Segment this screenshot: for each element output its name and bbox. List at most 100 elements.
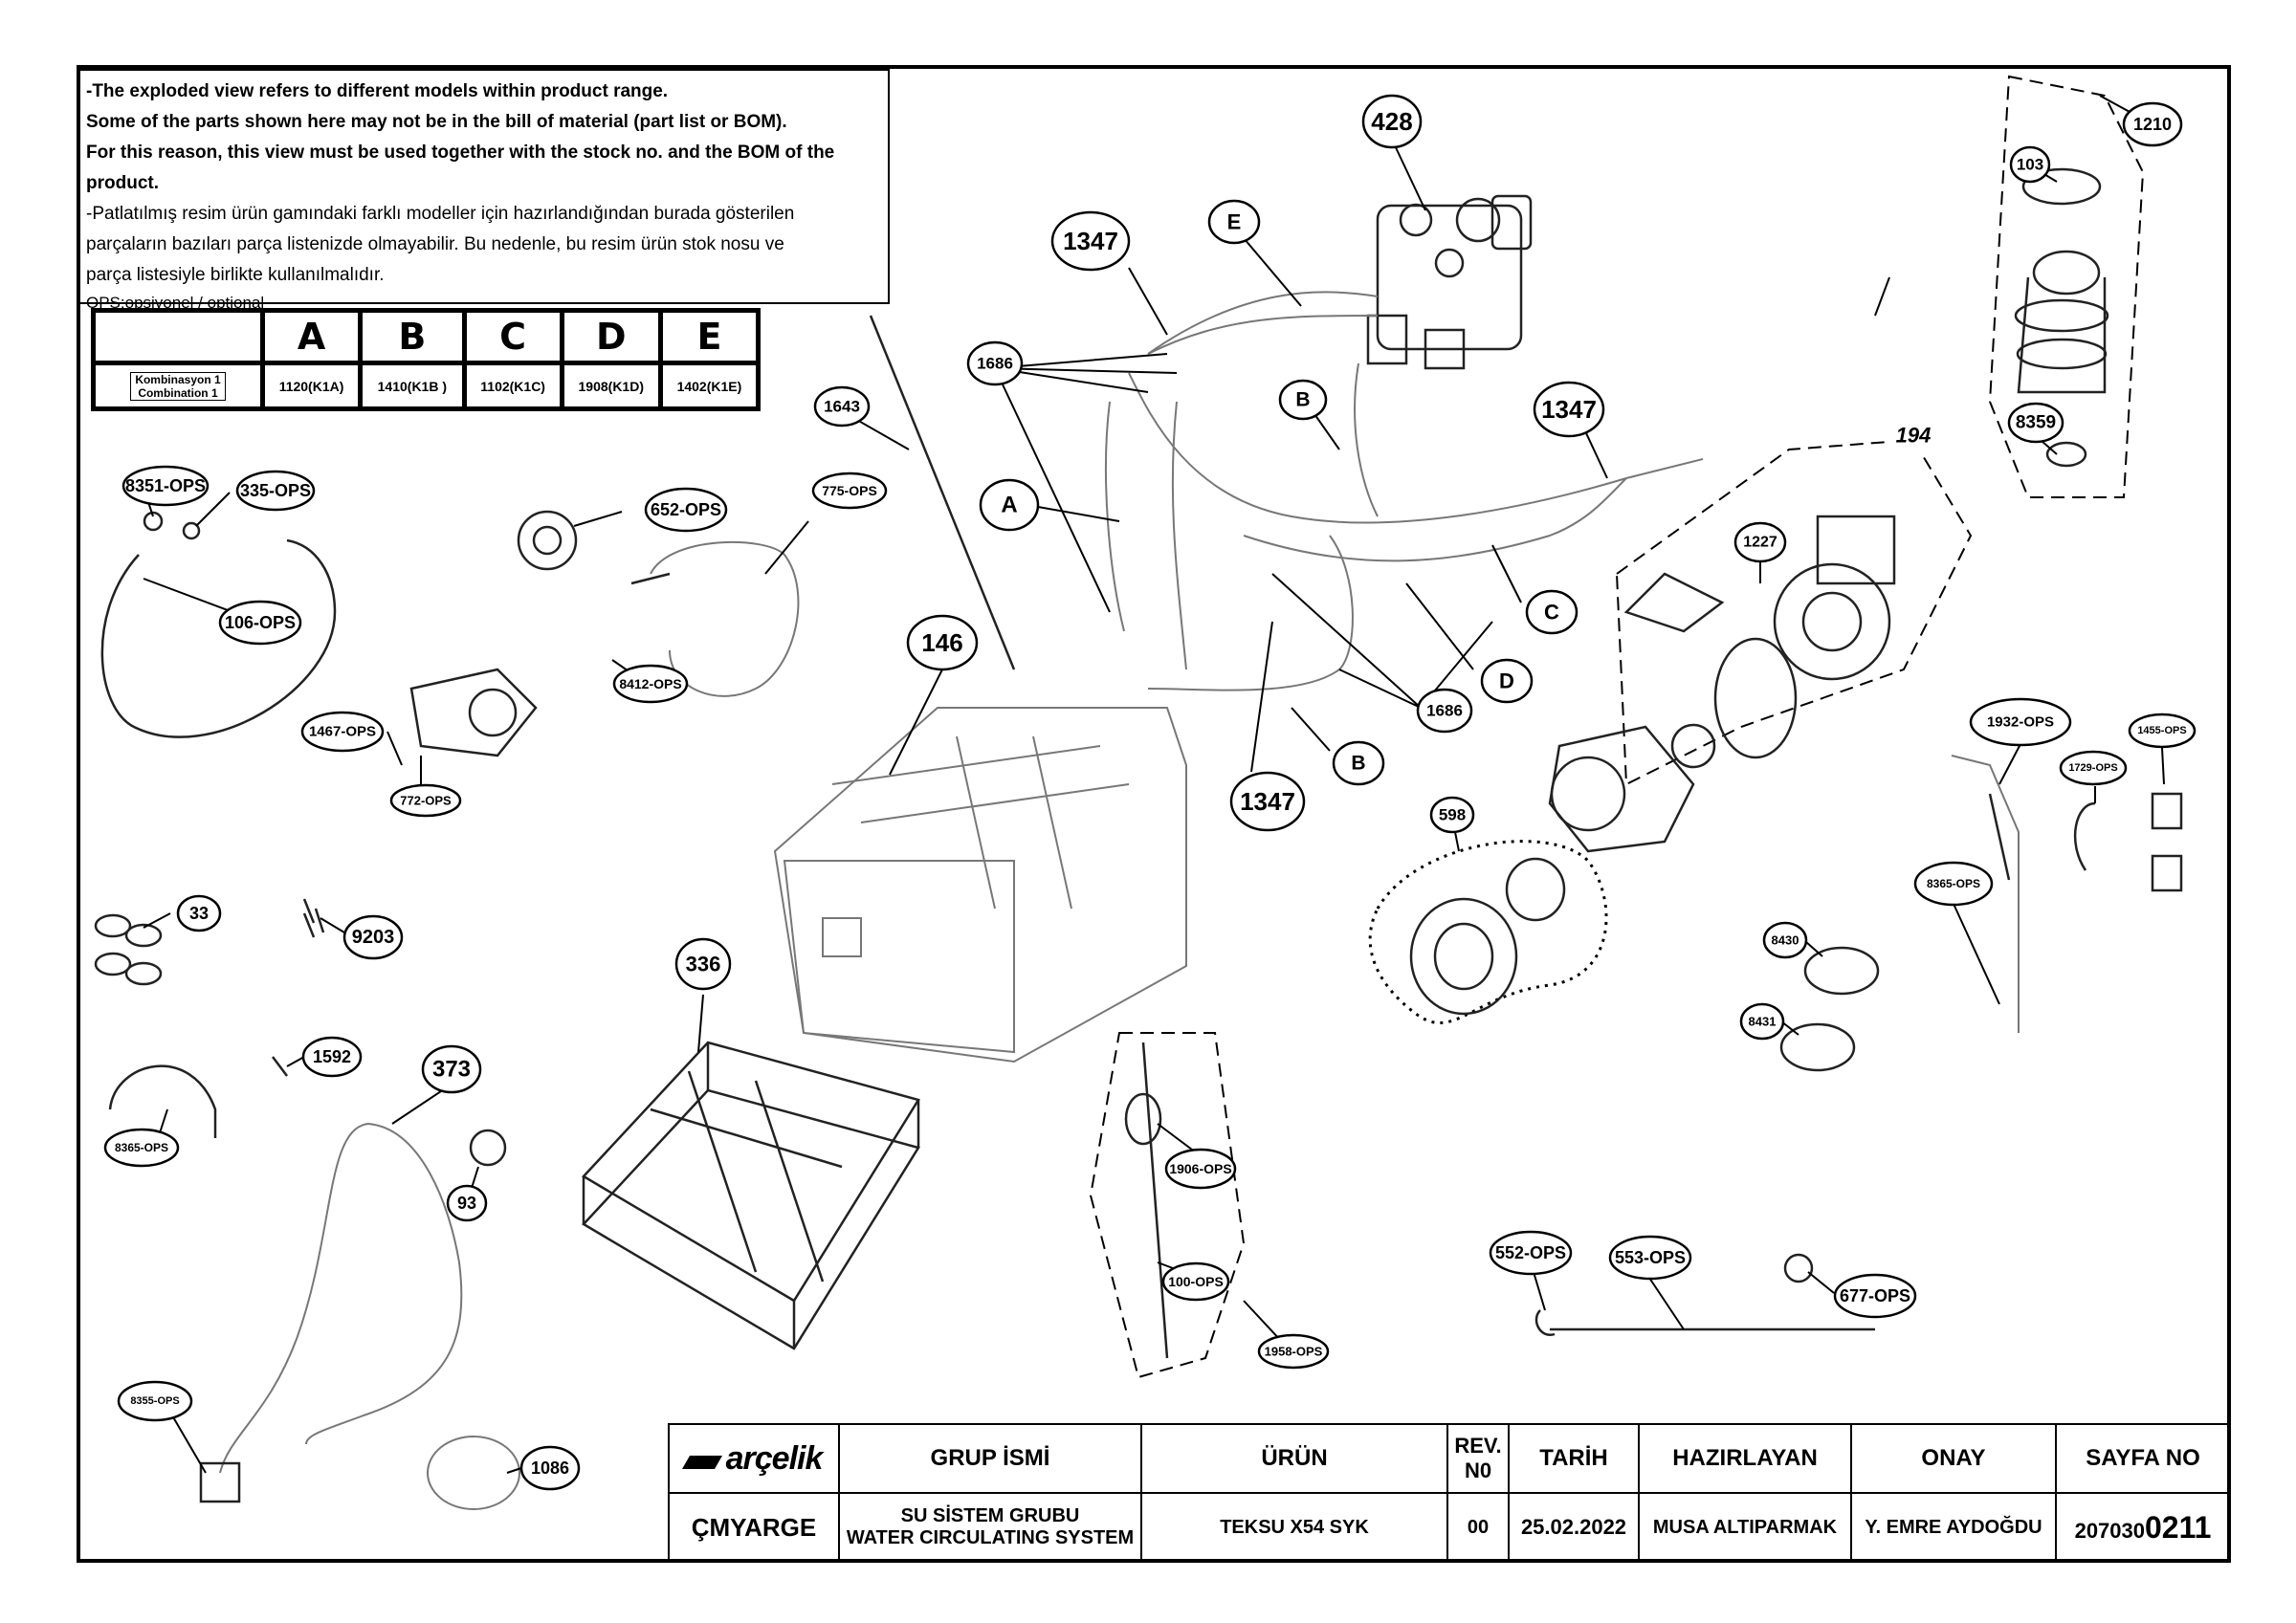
note-line-1: -The exploded view refers to different m…: [86, 81, 669, 101]
svg-text:8365-OPS: 8365-OPS: [1927, 877, 1980, 890]
pump-housing: [1548, 723, 1716, 853]
page-header: SAYFA NO: [2055, 1423, 2231, 1494]
drain-pump: [1623, 515, 1896, 759]
svg-text:8412-OPS: 8412-OPS: [619, 676, 681, 691]
callout-100-ops: 100-OPS: [1161, 1261, 1230, 1302]
callout-775-ops: 775-OPS: [811, 472, 888, 510]
clip-1086: [427, 1436, 520, 1510]
rod-1643: [869, 315, 1016, 670]
combo-letter-b: B: [358, 308, 467, 365]
callout-106-ops: 106-OPS: [218, 600, 302, 646]
callout-8365-ops-right: 8365-OPS: [1913, 861, 1994, 907]
note-line-4: -Patlatılmış resim ürün gamındaki farklı…: [86, 204, 795, 224]
page-number-suffix: 0211: [2145, 1509, 2212, 1545]
bellows-outline-1210: [1988, 75, 2145, 498]
callout-1932-ops: 1932-OPS: [1969, 697, 2072, 747]
callout-194: 194: [1888, 416, 1938, 454]
callout-1347-bottom: 1347: [1229, 771, 1306, 832]
svg-text:336: 336: [686, 953, 721, 976]
combo-code-e: 1402(K1E): [657, 361, 762, 411]
svg-text:106-OPS: 106-OPS: [225, 613, 296, 632]
svg-text:194: 194: [1896, 424, 1932, 448]
hose-373-return: [305, 1123, 463, 1445]
svg-text:1086: 1086: [531, 1459, 569, 1478]
note-line-3: For this reason, this view must be used …: [86, 143, 835, 193]
svg-text:C: C: [1544, 601, 1559, 625]
callout-c: C: [1525, 589, 1578, 635]
svg-text:1467-OPS: 1467-OPS: [309, 724, 376, 740]
callout-335-ops: 335-OPS: [235, 470, 316, 512]
callout-146: 146: [906, 614, 979, 671]
svg-text:1347: 1347: [1541, 395, 1597, 424]
hose-end-373: [199, 1461, 241, 1503]
svg-text:1643: 1643: [824, 398, 860, 416]
group-name-cell: SU SİSTEM GRUBU WATER CIRCULATING SYSTEM: [838, 1492, 1142, 1563]
callout-1086: 1086: [519, 1445, 581, 1491]
combo-code-a: 1120(K1A): [259, 361, 364, 411]
drawer-frame-336: [582, 1041, 920, 1350]
ring-335: [182, 521, 201, 540]
svg-text:8430: 8430: [1772, 933, 1799, 948]
svg-text:1686: 1686: [977, 355, 1013, 373]
callout-552-ops: 552-OPS: [1489, 1230, 1573, 1276]
callout-1592: 1592: [301, 1036, 363, 1078]
svg-text:1592: 1592: [313, 1047, 351, 1066]
combo-letter-d: D: [559, 308, 663, 365]
page-number-cell: 2070300211: [2055, 1492, 2231, 1563]
hose-1932: [1951, 755, 2020, 1033]
rev-header: REV. N0: [1446, 1423, 1510, 1494]
svg-text:335-OPS: 335-OPS: [240, 481, 311, 500]
title-block: arçelik GRUP İSMİ ÜRÜN REV. N0 TARİH HAZ…: [668, 1423, 2231, 1563]
svg-text:93: 93: [457, 1194, 476, 1213]
svg-text:1347: 1347: [1063, 227, 1118, 255]
combo-code-d: 1908(K1D): [559, 361, 663, 411]
clip-1906: [1124, 1092, 1162, 1146]
callout-93: 93: [446, 1184, 488, 1222]
combo-letter-a: A: [259, 308, 364, 365]
svg-text:33: 33: [189, 904, 209, 923]
date-cell: 25.02.2022: [1508, 1492, 1640, 1563]
note-line-5: parçaların bazıları parça listenizde olm…: [86, 234, 784, 254]
date-header: TARİH: [1508, 1423, 1640, 1494]
svg-text:772-OPS: 772-OPS: [400, 794, 452, 808]
group-name-tr: SU SİSTEM GRUBU: [900, 1505, 1080, 1526]
filter-group-outline-598: [1368, 840, 1608, 1024]
svg-text:553-OPS: 553-OPS: [1615, 1248, 1686, 1267]
svg-text:B: B: [1295, 389, 1310, 411]
callout-d: D: [1480, 658, 1534, 704]
leader-lines: [143, 95, 2165, 1474]
svg-text:103: 103: [2017, 156, 2043, 174]
hose-775: [650, 540, 800, 697]
clamps-33: [94, 913, 163, 986]
filter: [1409, 857, 1566, 1016]
callout-b-bottom: B: [1332, 740, 1385, 786]
callout-1958-ops: 1958-OPS: [1257, 1333, 1330, 1370]
hose-1932-insulation: [1988, 793, 2011, 881]
callout-9203: 9203: [342, 914, 404, 960]
pressure-sensor: [409, 668, 538, 757]
rev-cell: 00: [1446, 1492, 1510, 1563]
group-name-en: WATER CIRCULATING SYSTEM: [846, 1527, 1135, 1548]
callout-1643: 1643: [813, 385, 871, 428]
clamp-8431: [1779, 1022, 1856, 1072]
svg-text:8431: 8431: [1749, 1015, 1777, 1029]
svg-text:1958-OPS: 1958-OPS: [1265, 1345, 1323, 1359]
combo-code-c: 1102(K1C): [461, 361, 564, 411]
svg-text:8365-OPS: 8365-OPS: [115, 1141, 168, 1154]
svg-text:1686: 1686: [1426, 702, 1463, 720]
svg-text:A: A: [1001, 493, 1017, 518]
callout-8359: 8359: [2007, 402, 2064, 444]
combo-corner: [91, 308, 265, 365]
svg-text:1906-OPS: 1906-OPS: [1169, 1161, 1231, 1176]
hose-106: [100, 538, 337, 738]
callout-1227: 1227: [1733, 521, 1787, 563]
callout-8412-ops: 8412-OPS: [612, 664, 689, 704]
screws-9203: [302, 898, 325, 938]
svg-text:652-OPS: 652-OPS: [651, 500, 721, 519]
callout-1347-right: 1347: [1533, 381, 1605, 438]
hose-373: [219, 1123, 369, 1474]
combo-letter-c: C: [461, 308, 564, 365]
clip-1729: [2073, 801, 2096, 871]
